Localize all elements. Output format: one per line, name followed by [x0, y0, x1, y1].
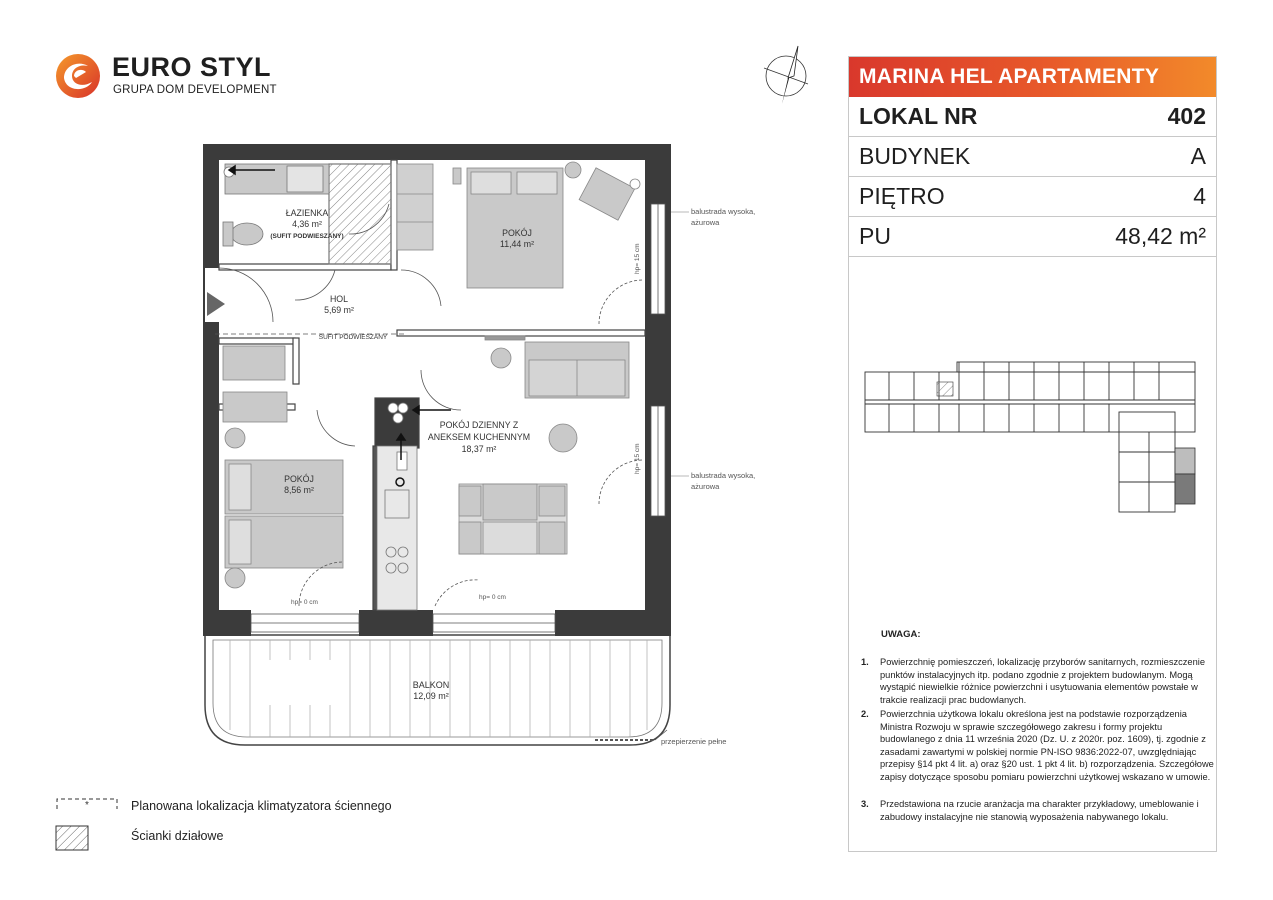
- kitchen-counter: [376, 402, 418, 611]
- notes-heading: UWAGA:: [881, 629, 921, 640]
- balcony-area: 12,09 m²: [413, 691, 449, 701]
- living-furniture: [458, 335, 630, 555]
- partition-label: przepierzenie pełne: [661, 737, 726, 746]
- railing-label-2b: ażurowa: [691, 482, 720, 491]
- legend-row-partition: Ścianki działowe: [55, 825, 455, 851]
- bedroom1-furniture: [452, 161, 641, 289]
- legend-row-ac: * Planowana lokalizacja klimatyzatora śc…: [55, 795, 455, 819]
- brand-name: EURO STYL: [112, 52, 272, 82]
- building-row: BUDYNEK A: [849, 137, 1216, 177]
- note-1-number: 1.: [861, 657, 869, 667]
- bedroom1-label: POKÓJ: [502, 228, 532, 238]
- floor-plan-drawing: BALKON 12,09 m²: [203, 144, 755, 746]
- balcony-label: BALKON: [413, 680, 450, 690]
- railing-label-1a: balustrada wysoka,: [691, 207, 755, 216]
- doors: [215, 203, 644, 607]
- hall-wardrobe: [396, 163, 434, 251]
- floor-label: PIĘTRO: [859, 183, 945, 209]
- bedroom1-area: 11,44 m²: [500, 239, 534, 249]
- usable-area-label: PU: [859, 223, 891, 249]
- building-key-plan: [864, 361, 1196, 513]
- building-value: A: [1190, 143, 1206, 169]
- railing-label-2a: balustrada wysoka,: [691, 471, 755, 480]
- bedroom2-area: 8,56 m²: [284, 485, 314, 495]
- legend-ac-label: Planowana lokalizacja klimatyzatora ście…: [131, 799, 392, 813]
- ac-unit-symbol-icon: *: [56, 798, 118, 811]
- floor-value: 4: [1193, 183, 1206, 209]
- sill-label-3: hp= 0 cm: [291, 599, 318, 606]
- floor-plan: BALKON 12,09 m²: [195, 140, 815, 780]
- highlighted-unit: [1174, 473, 1196, 505]
- hall-area: 5,69 m²: [324, 305, 354, 315]
- bathroom-note: (SUFIT PODWIESZANY): [270, 233, 343, 240]
- balcony: BALKON 12,09 m²: [204, 634, 671, 746]
- north-arrow-icon: [763, 45, 809, 104]
- bedroom2-label: POKÓJ: [284, 474, 314, 484]
- note-3-number: 3.: [861, 799, 869, 809]
- ventilation-arrows-icon: [227, 164, 451, 487]
- legend-partition-label: Ścianki działowe: [131, 829, 224, 843]
- building-label: BUDYNEK: [859, 143, 971, 169]
- hall-label: HOL: [330, 294, 348, 304]
- sill-label-1: hp= 15 cm: [634, 243, 641, 274]
- plan-annotations: balustrada wysoka, ażurowa balustrada wy…: [291, 207, 755, 746]
- living-label-line1: POKÓJ DZIENNY Z: [440, 420, 519, 430]
- floor-row: PIĘTRO 4: [849, 177, 1216, 217]
- sill-label-4: hp= 0 cm: [479, 594, 506, 601]
- note-3-text: Przedstawiona na rzucie aranżacja ma cha…: [880, 799, 1199, 822]
- bathroom-fixtures: [222, 163, 330, 247]
- room-labels: ŁAZIENKA 4,36 m² (SUFIT PODWIESZANY) POK…: [270, 208, 534, 495]
- unit-info-panel: MARINA HEL APARTAMENTY LOKAL NR 402 BUDY…: [848, 56, 1217, 852]
- living-area: 18,37 m²: [462, 444, 497, 454]
- usable-area-row: PU 48,42 m²: [849, 217, 1216, 257]
- project-title: MARINA HEL APARTAMENTY: [849, 57, 1216, 97]
- brand-subtitle: GRUPA DOM DEVELOPMENT: [113, 84, 277, 96]
- windows: [250, 203, 666, 633]
- bathroom-area: 4,36 m²: [292, 219, 322, 229]
- note-2-number: 2.: [861, 709, 869, 719]
- entrance-arrow-icon: [207, 292, 225, 316]
- sill-label-2: hp= 15 cm: [634, 443, 641, 474]
- ac-symbol-mark: *: [85, 800, 89, 811]
- unit-number-value: 402: [1167, 103, 1206, 129]
- unit-number-label: LOKAL NR: [859, 103, 978, 129]
- euro-styl-logo-icon: [56, 54, 100, 98]
- brand-logo: EURO STYL GRUPA DOM DEVELOPMENT: [54, 50, 284, 102]
- note-1-text: Powierzchnię pomieszczeń, lokalizację pr…: [880, 657, 1206, 705]
- usable-area-value: 48,42 m²: [1115, 223, 1206, 249]
- railing-label-1b: ażurowa: [691, 218, 720, 227]
- living-label-line2: ANEKSEM KUCHENNYM: [428, 432, 530, 442]
- partition-wall-hatch-icon: [55, 825, 89, 851]
- unit-number-row: LOKAL NR 402: [849, 97, 1216, 137]
- bathroom-label: ŁAZIENKA: [286, 208, 329, 218]
- ceiling-note: SUFIT PODWIESZANY: [319, 334, 388, 341]
- note-2-text: Powierzchnia użytkowa lokalu określona j…: [880, 709, 1214, 782]
- bedroom2-furniture: [222, 345, 344, 589]
